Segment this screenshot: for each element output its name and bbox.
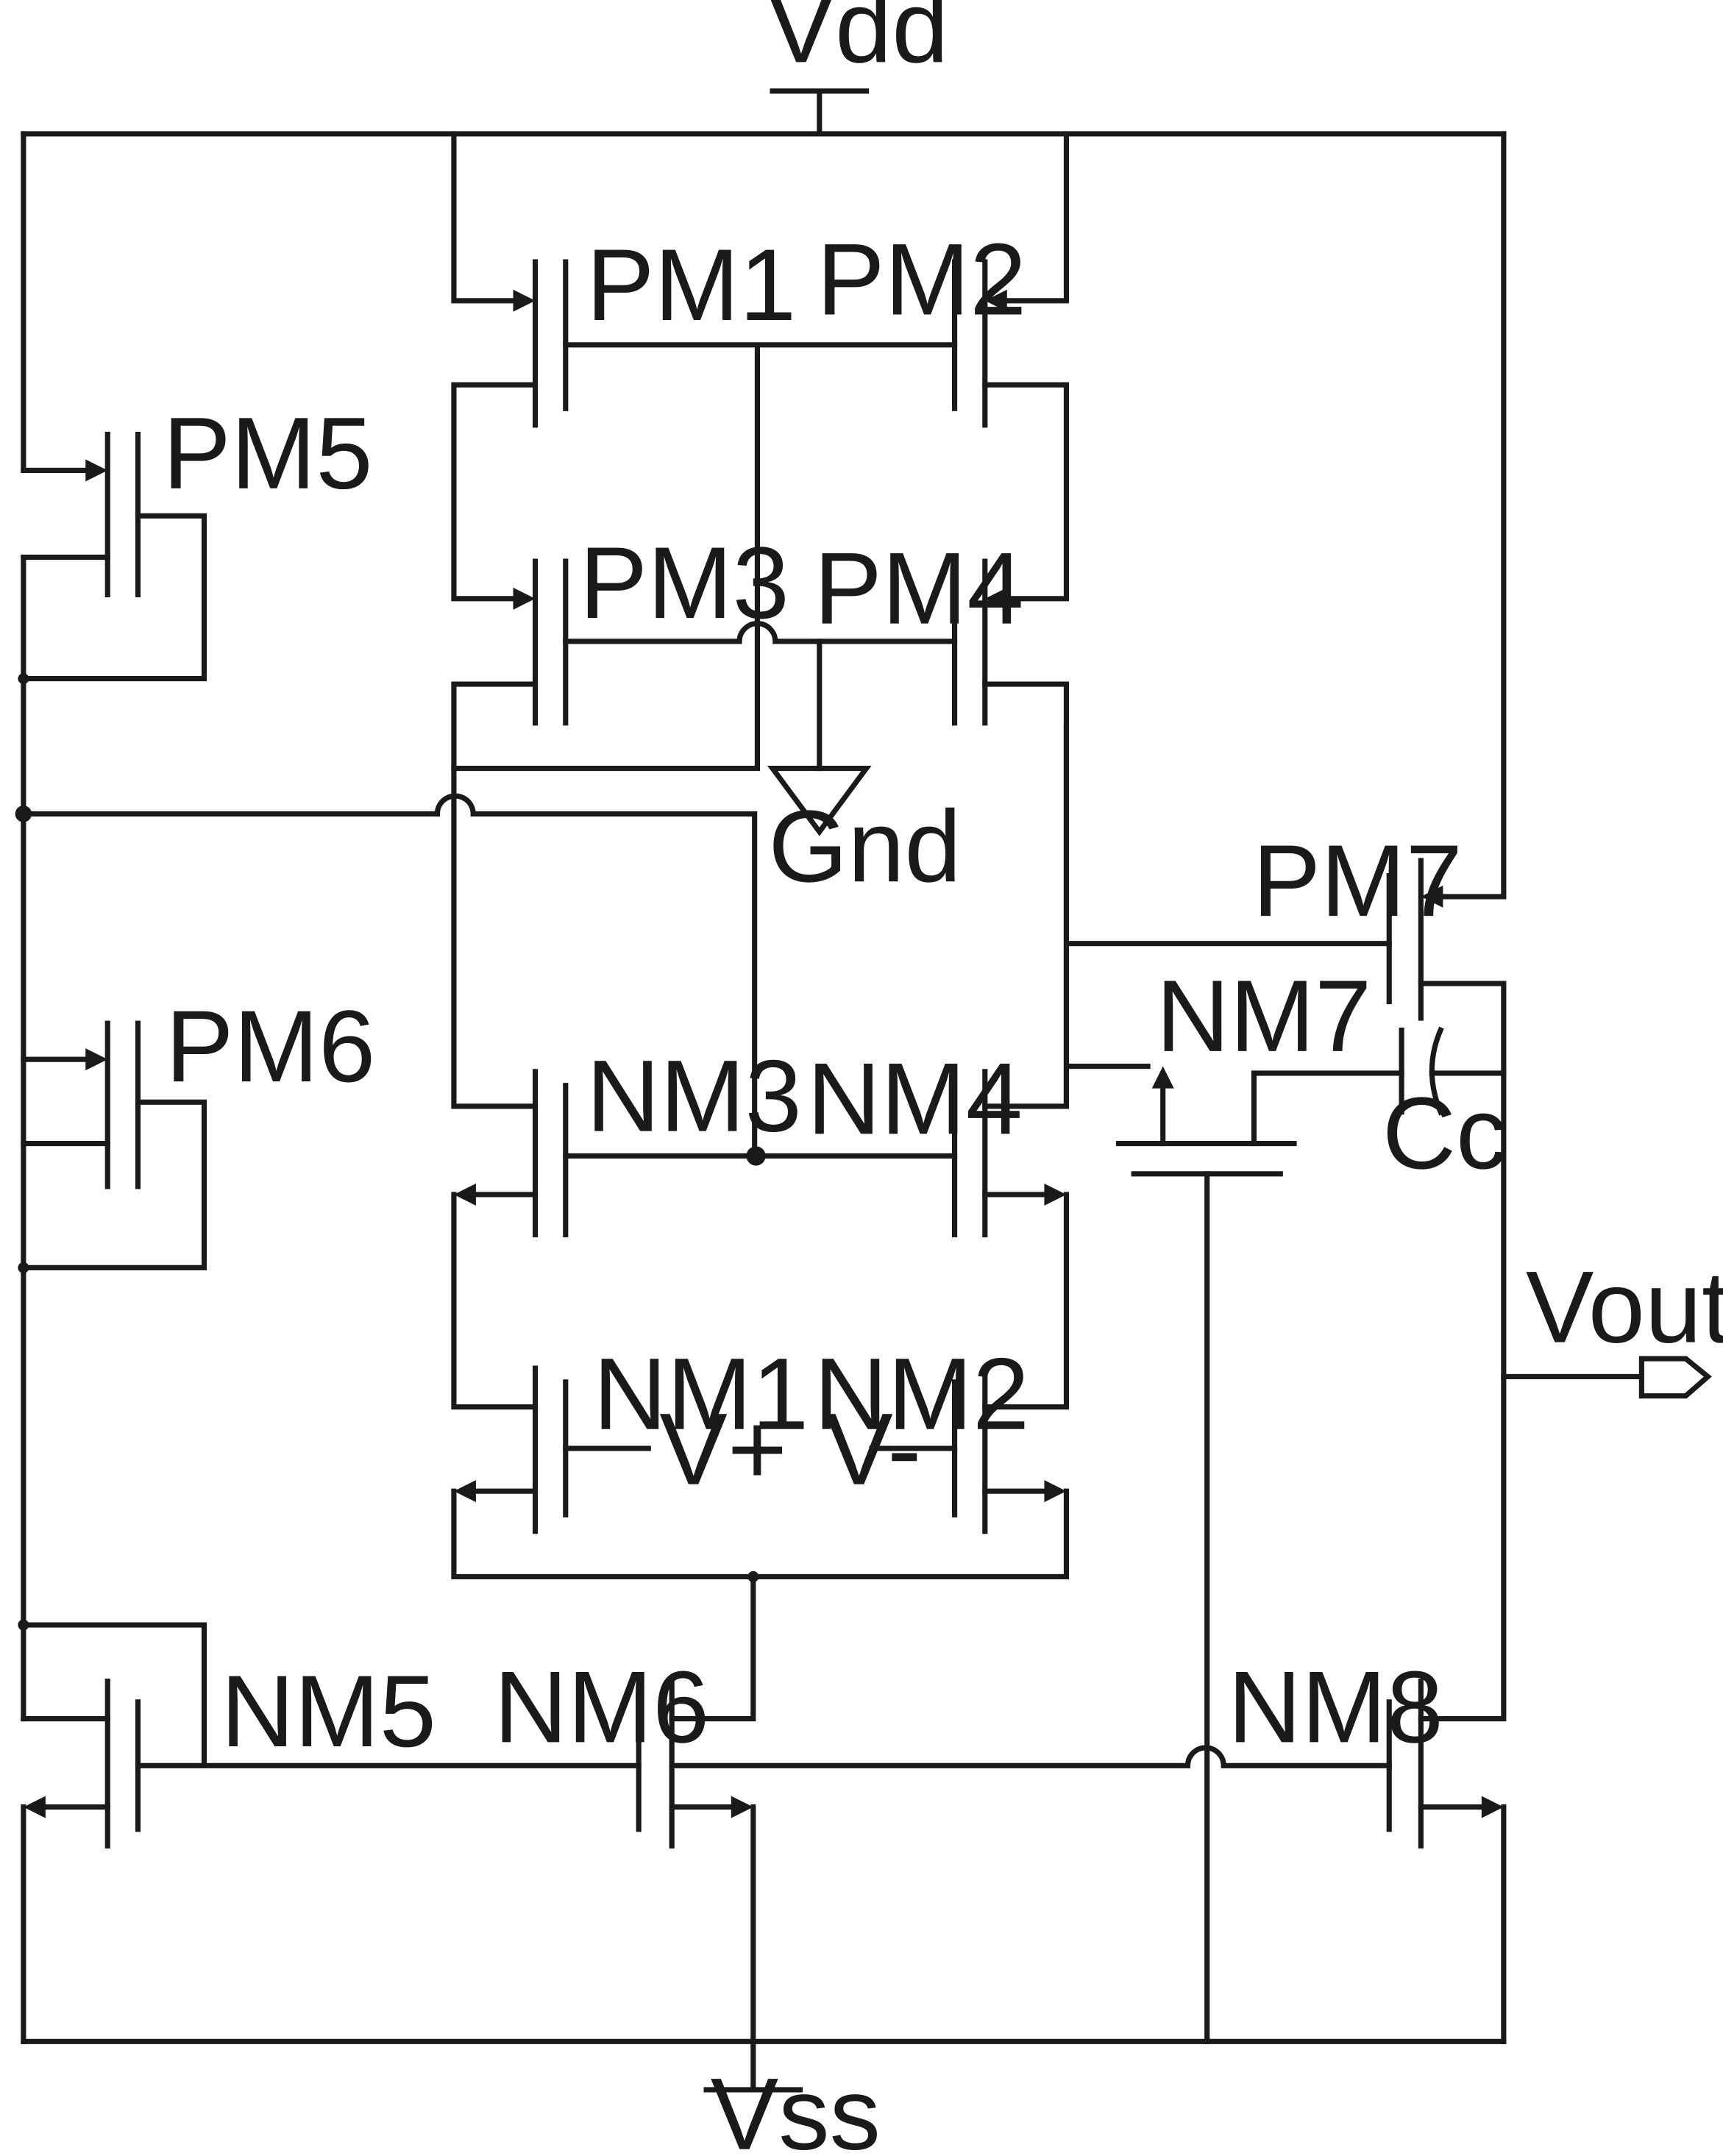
pm7-transistor <box>1386 131 1507 1722</box>
cc-label: Cc <box>1382 1076 1507 1190</box>
vminus-label: V- <box>825 1392 921 1506</box>
pm4-label: PM4 <box>814 532 1023 646</box>
nm5-transistor <box>21 1622 207 1849</box>
cc-capacitor <box>1399 1026 1507 1116</box>
nm8-label: NM8 <box>1228 1650 1443 1764</box>
nm5-drain-junction <box>18 1619 29 1631</box>
gnd-label: Gnd <box>768 789 961 903</box>
vout-label: Vout <box>1526 1250 1723 1365</box>
pm6-gate-junction <box>18 1262 29 1273</box>
pm5-label: PM5 <box>163 396 372 510</box>
cascode-gate-junction <box>746 1146 766 1166</box>
pm2-transistor <box>952 131 1070 602</box>
pm3-label: PM3 <box>580 526 789 640</box>
nm2-transistor <box>869 1365 1070 1579</box>
vss-label: Vss <box>711 2057 881 2156</box>
nm7-transistor <box>1115 1066 1404 2044</box>
pm3-pm4-gate-bus <box>563 621 958 644</box>
nm3-transistor <box>451 1069 569 1410</box>
pm5-transistor <box>21 431 207 682</box>
nm6-label: NM6 <box>494 1650 709 1764</box>
gnd-symbol <box>767 638 872 836</box>
nm4-label: NM4 <box>807 1042 1023 1156</box>
vdd-label: Vdd <box>767 0 949 84</box>
pm6-transistor <box>21 1020 207 1270</box>
nm7-label: NM7 <box>1156 959 1371 1073</box>
pm6-label: PM6 <box>166 989 375 1103</box>
nm1-transistor <box>451 1365 1070 1579</box>
vplus-label: V+ <box>659 1392 787 1506</box>
nm1-label: NM1 <box>593 1337 809 1451</box>
nm6-transistor <box>636 1573 756 2044</box>
vdd-supply <box>21 88 1507 137</box>
vout-terminal <box>1501 1356 1712 1399</box>
pm1-label: PM1 <box>586 228 796 342</box>
nm4-transistor <box>952 1069 1070 1410</box>
nm5-label: NM5 <box>221 1654 436 1768</box>
first-stage-output <box>1063 722 1392 1109</box>
nm3-label: NM3 <box>586 1039 802 1153</box>
nm8-transistor <box>1386 1679 1507 2044</box>
nm2-label: NM2 <box>814 1337 1029 1451</box>
pm7-label: PM7 <box>1253 824 1463 938</box>
pm2-label: PM2 <box>817 223 1026 337</box>
tail-junction <box>747 1570 759 1582</box>
bias-to-cascode-gate <box>21 793 758 1159</box>
pm5-gate-junction <box>18 673 29 685</box>
vss-supply <box>21 2038 1507 2093</box>
pm1-transistor <box>451 131 569 602</box>
pm3-transistor <box>451 558 569 1109</box>
pm1-pm2-gate-bus <box>451 342 958 772</box>
